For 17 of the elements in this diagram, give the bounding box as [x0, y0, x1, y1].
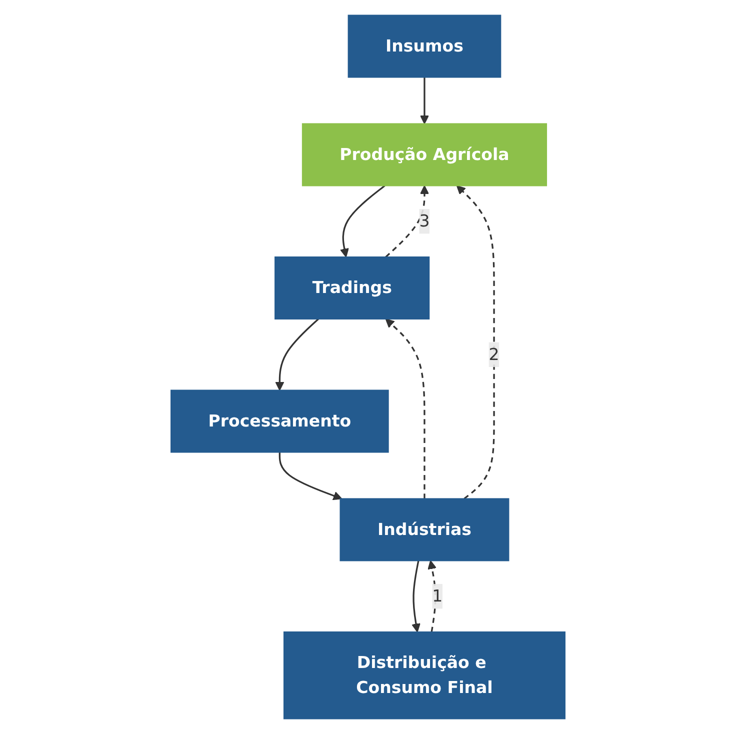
arrow	[340, 184, 386, 257]
arrow	[456, 184, 495, 499]
edge-label: 3	[419, 210, 430, 230]
node-box: Processamento	[170, 389, 389, 452]
arrow	[385, 318, 426, 498]
node-box: Distribuição e Consumo Final	[283, 630, 566, 719]
edge-label: 2	[488, 344, 500, 364]
arrow	[278, 452, 342, 500]
arrow	[420, 76, 430, 124]
arrow	[412, 560, 421, 632]
node-box: Produção Agrícola	[302, 122, 548, 186]
arrow	[275, 318, 319, 390]
arrow	[385, 184, 430, 258]
node-box: Indústrias	[340, 498, 510, 561]
node-box: Tradings	[274, 256, 430, 319]
node-box: Insumos	[348, 14, 502, 78]
edge-label: 1	[432, 585, 443, 606]
